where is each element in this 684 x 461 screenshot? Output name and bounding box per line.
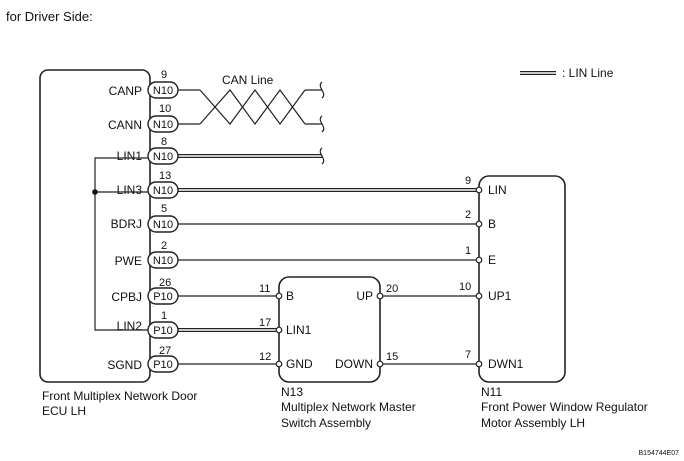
svg-text:N10: N10 <box>153 185 173 197</box>
ecu-connector-canp: N10 <box>147 81 179 99</box>
motor-label-up1: UP1 <box>488 289 512 303</box>
svg-text:N10: N10 <box>153 255 173 267</box>
ecu-connector-lin3: N10 <box>147 181 179 199</box>
switch-pin-b-terminal <box>275 292 283 300</box>
switch-label-down: DOWN <box>335 357 373 371</box>
ecu-pin-26: 26 <box>159 277 171 289</box>
switch-pin-15: 15 <box>386 351 398 363</box>
motor-pin-lin-terminal <box>475 186 483 194</box>
motor-pin-up1-terminal <box>475 292 483 300</box>
motor-label-lin: LIN <box>488 183 507 197</box>
switch-label-lin1: LIN1 <box>286 323 312 337</box>
ecu-signal-bdrj: BDRJ <box>111 217 142 231</box>
figure-code: B154744E07 <box>639 450 680 457</box>
motor-pin-10: 10 <box>459 281 471 293</box>
svg-text:N10: N10 <box>153 85 173 97</box>
ecu-pin-13: 13 <box>159 170 171 182</box>
switch-pin-lin1-terminal <box>275 326 283 334</box>
motor-label-b: B <box>488 217 496 231</box>
svg-text:P10: P10 <box>153 291 173 303</box>
ecu-pin-9: 9 <box>161 69 167 81</box>
ecu-signal-canp: CANP <box>109 84 142 98</box>
ecu-signal-sgnd: SGND <box>107 358 142 372</box>
ecu-signal-pwe: PWE <box>115 254 142 268</box>
diagram-header: for Driver Side: <box>6 9 93 24</box>
ecu-signal-cpbj: CPBJ <box>111 290 142 304</box>
switch-pin-12: 12 <box>259 351 271 363</box>
ecu-connector-pwe: N10 <box>147 251 179 269</box>
motor-pin-b-terminal <box>475 220 483 228</box>
switch-label-gnd: GND <box>286 357 313 371</box>
motor-id: N11 <box>481 385 502 399</box>
motor-caption-1: Front Power Window Regulator <box>481 400 648 414</box>
can-line: CAN Line <box>178 73 325 133</box>
switch-pin-20: 20 <box>386 283 398 295</box>
ecu-connector-lin1: N10 <box>147 147 179 165</box>
switch-id: N13 <box>281 385 303 399</box>
svg-text:N10: N10 <box>153 119 173 131</box>
motor-pin-7: 7 <box>465 349 471 361</box>
switch-pin-17: 17 <box>259 317 271 329</box>
svg-text:P10: P10 <box>153 359 173 371</box>
switch-pin-up-terminal <box>376 292 384 300</box>
ecu-pin-1: 1 <box>161 310 167 322</box>
ecu-caption-2: ECU LH <box>42 404 86 418</box>
ecu-caption-1: Front Multiplex Network Door <box>42 389 197 403</box>
ecu-signal-lin2: LIN2 <box>117 319 143 333</box>
ecu-pin-2: 2 <box>161 240 167 252</box>
ecu-internal-lin-bridge <box>92 157 150 331</box>
ecu-signal-lin1: LIN1 <box>117 149 143 163</box>
can-line-label: CAN Line <box>222 73 274 87</box>
ecu-connector-cpbj: P10 <box>147 287 179 305</box>
switch-caption-1: Multiplex Network Master <box>281 400 416 414</box>
ecu-signal-lin3: LIN3 <box>117 183 143 197</box>
motor-pin-2: 2 <box>465 209 471 221</box>
switch-pin-gnd-terminal <box>275 360 283 368</box>
motor-label-dwn1: DWN1 <box>488 357 524 371</box>
switch-caption-2: Switch Assembly <box>281 416 371 430</box>
svg-text:N10: N10 <box>153 151 173 163</box>
ecu-pin-8: 8 <box>161 136 167 148</box>
ecu-connector-cann: N10 <box>147 115 179 133</box>
ecu-connector-lin2: P10 <box>147 321 179 339</box>
ecu-pin-5: 5 <box>161 203 167 215</box>
lin1-wire-stub <box>178 147 325 165</box>
motor-label-e: E <box>488 253 496 267</box>
motor-pin-1: 1 <box>465 245 471 257</box>
switch-pin-down-terminal <box>376 360 384 368</box>
svg-text:N10: N10 <box>153 219 173 231</box>
switch-label-b: B <box>286 289 294 303</box>
lin-line-legend: : LIN Line <box>520 66 614 80</box>
ecu-signal-cann: CANN <box>108 118 142 132</box>
motor-pin-dwn1-terminal <box>475 360 483 368</box>
ecu-connector-sgnd: P10 <box>147 355 179 373</box>
ecu-pin-10: 10 <box>159 103 171 115</box>
motor-pin-9: 9 <box>465 175 471 187</box>
motor-pin-e-terminal <box>475 256 483 264</box>
switch-pin-11: 11 <box>259 283 270 295</box>
ecu-connector-bdrj: N10 <box>147 215 179 233</box>
switch-label-up: UP <box>356 289 373 303</box>
lin-legend-label: : LIN Line <box>562 66 614 80</box>
svg-text:P10: P10 <box>153 325 173 337</box>
motor-caption-2: Motor Assembly LH <box>481 416 585 430</box>
ecu-pin-27: 27 <box>159 345 171 357</box>
motor-box <box>478 175 566 383</box>
